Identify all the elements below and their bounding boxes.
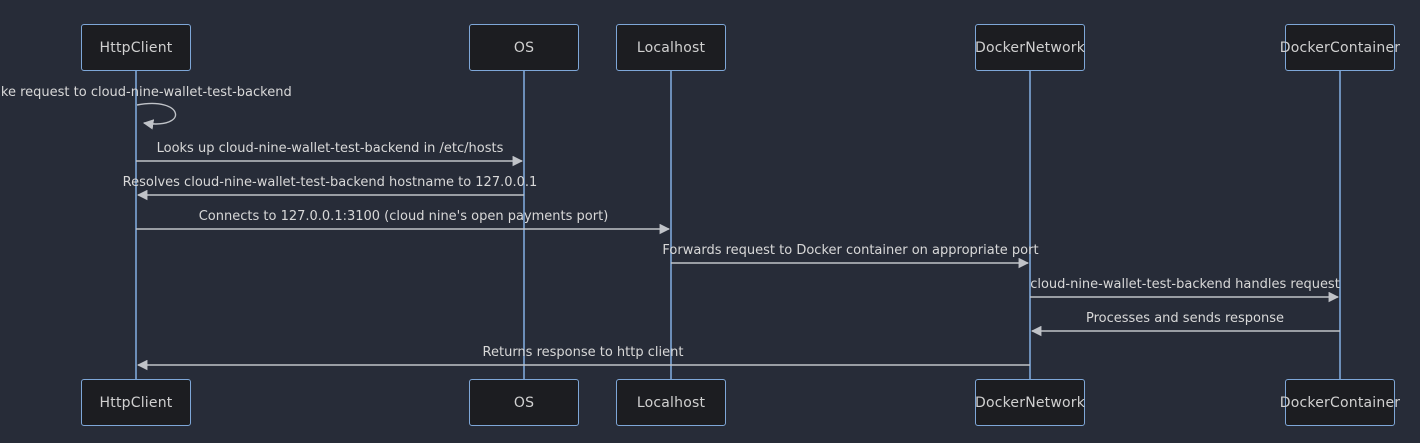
actor-os-top: OS <box>469 24 579 71</box>
actor-label: DockerContainer <box>1279 39 1401 56</box>
actor-label: HttpClient <box>99 394 173 411</box>
message-label: Connects to 127.0.0.1:3100 (cloud nine's… <box>198 209 609 224</box>
actor-label: DockerNetwork <box>974 39 1086 56</box>
message-label: Forwards request to Docker container on … <box>662 243 1039 258</box>
message-label: Looks up cloud-nine-wallet-test-backend … <box>156 141 504 156</box>
actor-label: OS <box>513 394 535 411</box>
self-message-loop <box>136 102 177 130</box>
actor-httpclient-bottom: HttpClient <box>81 379 191 426</box>
actor-label: DockerNetwork <box>974 394 1086 411</box>
message-label: Returns response to http client <box>482 345 684 360</box>
message-label: Processes and sends response <box>1085 311 1285 326</box>
actor-httpclient-top: HttpClient <box>81 24 191 71</box>
actor-localhost-bottom: Localhost <box>616 379 726 426</box>
actor-label: HttpClient <box>99 39 173 56</box>
actor-dockernetwork-top: DockerNetwork <box>975 24 1085 71</box>
actor-localhost-top: Localhost <box>616 24 726 71</box>
actor-dockercontainer-top: DockerContainer <box>1280 24 1400 71</box>
actor-label: Localhost <box>636 39 706 56</box>
message-label: make request to cloud-nine-wallet-test-b… <box>0 85 292 100</box>
actor-label: DockerContainer <box>1279 394 1401 411</box>
actor-dockercontainer-bottom: DockerContainer <box>1280 379 1400 426</box>
actor-os-bottom: OS <box>469 379 579 426</box>
actor-label: Localhost <box>636 394 706 411</box>
message-label: cloud-nine-wallet-test-backend handles r… <box>1030 277 1340 292</box>
actor-label: OS <box>513 39 535 56</box>
actor-dockernetwork-bottom: DockerNetwork <box>975 379 1085 426</box>
message-label: Resolves cloud-nine-wallet-test-backend … <box>122 175 538 190</box>
